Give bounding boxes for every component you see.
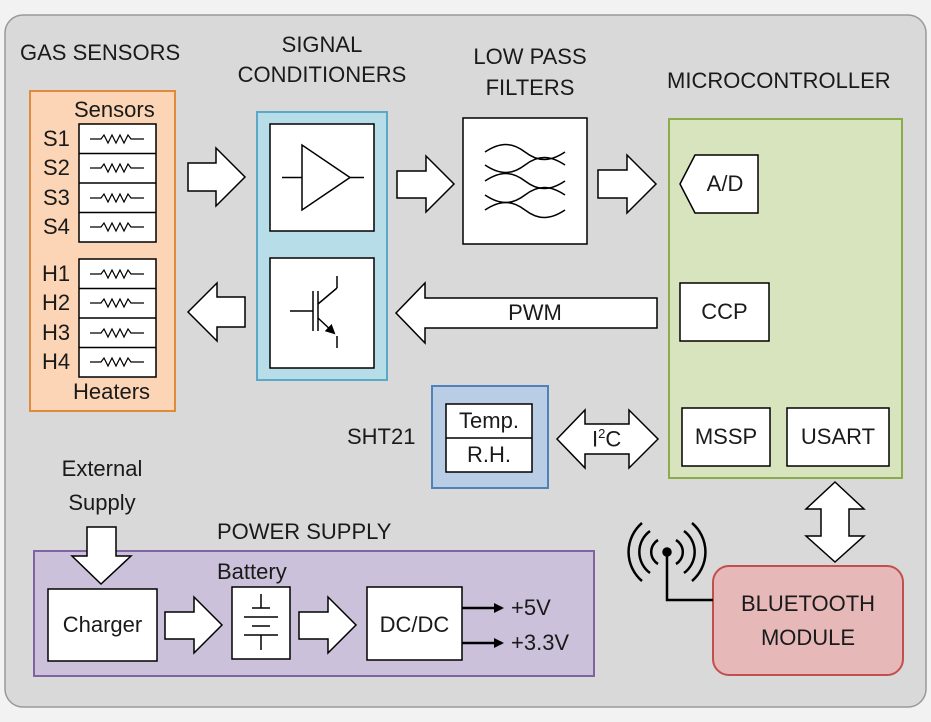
- pwm-arrow: [394, 281, 658, 345]
- ccp-box: [679, 282, 770, 342]
- heater-label: H1: [42, 261, 71, 286]
- sensor-label: S2: [43, 155, 70, 180]
- sensor-resistor-stack: [78, 123, 157, 243]
- usart-bluetooth-double-arrow: [804, 480, 866, 564]
- external-supply-label-line1: External: [61, 456, 143, 481]
- heater-resistor-stack: [78, 258, 157, 378]
- rh-label: R.H.: [467, 442, 511, 467]
- arrow-sensors-to-conditioners: [187, 146, 247, 208]
- sensor-label: S3: [43, 185, 70, 210]
- output-5v-label: +5V: [511, 595, 551, 620]
- mssp-box: [681, 407, 771, 467]
- microcontroller-title: MICROCONTROLLER: [667, 68, 891, 93]
- transistor-symbol-icon: [290, 276, 338, 348]
- sensors-header: Sensors: [74, 97, 155, 122]
- power-supply-title: POWER SUPPLY: [217, 519, 392, 544]
- low-pass-filters-title-line2: FILTERS: [485, 75, 575, 100]
- pwm-label: PWM: [508, 300, 562, 325]
- bluetooth-label-line2: MODULE: [760, 625, 856, 650]
- heater-label: H4: [42, 349, 71, 374]
- dcdc-label: DC/DC: [379, 612, 450, 637]
- signal-conditioners-title-line1: SIGNAL: [281, 32, 363, 57]
- mssp-label: MSSP: [694, 424, 758, 449]
- antenna-icon: [627, 522, 713, 602]
- i2c-label: I2C: [592, 426, 622, 452]
- usart-label: USART: [800, 424, 876, 449]
- arrow-conditioners-to-heaters: [186, 281, 246, 343]
- external-supply-arrow: [70, 526, 133, 586]
- charger-label: Charger: [62, 612, 143, 637]
- signal-conditioners-title-line2: CONDITIONERS: [237, 62, 407, 87]
- output-3v3-label: +3.3V: [511, 630, 570, 655]
- sensor-label: S4: [43, 214, 70, 239]
- battery-symbol-icon: [244, 594, 278, 650]
- external-supply-label-line2: Supply: [68, 490, 136, 515]
- arrow-filter-to-mcu: [597, 153, 658, 215]
- arrow-conditioner-to-filter: [396, 154, 456, 214]
- battery-label: Battery: [217, 559, 287, 584]
- ad-label: A/D: [706, 171, 744, 196]
- temp-label: Temp.: [459, 408, 519, 433]
- bluetooth-module-block: [712, 565, 904, 676]
- heater-label: H3: [42, 320, 71, 345]
- filter-wave-icon: [484, 143, 566, 219]
- i2c-double-arrow: [555, 408, 660, 470]
- dcdc-box: [366, 586, 463, 661]
- sensor-label: S1: [43, 126, 70, 151]
- gas-sensors-title: GAS SENSORS: [20, 40, 181, 65]
- amplifier-symbol-icon: [282, 143, 364, 212]
- sht21-label: SHT21: [347, 424, 416, 449]
- arrow-charger-to-battery: [164, 595, 224, 655]
- low-pass-filters-title-line1: LOW PASS: [473, 44, 587, 69]
- heaters-footer: Heaters: [73, 379, 151, 404]
- ccp-label: CCP: [701, 299, 748, 324]
- arrow-battery-to-dcdc: [298, 595, 358, 655]
- bluetooth-label-line1: BLUETOOTH: [740, 591, 876, 616]
- heater-label: H2: [42, 290, 71, 315]
- usart-box: [786, 407, 890, 467]
- charger-box: [47, 588, 158, 662]
- transistor-box: [269, 257, 375, 369]
- ad-converter-box: [679, 154, 759, 214]
